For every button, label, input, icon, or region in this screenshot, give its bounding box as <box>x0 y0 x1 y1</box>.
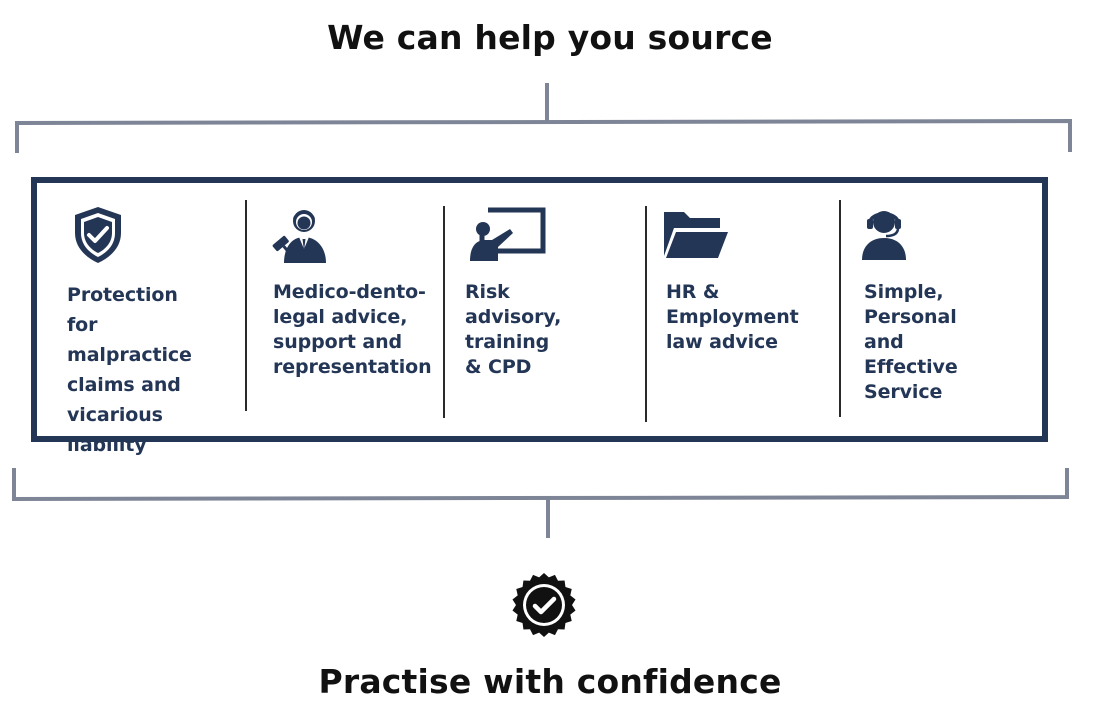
divider-4 <box>839 200 841 417</box>
support-headset-icon <box>860 206 910 266</box>
legal-advisor-icon <box>270 205 330 269</box>
bottom-heading: Practise with confidence <box>318 662 782 701</box>
folder-icon <box>662 208 730 264</box>
presentation-board-icon <box>468 207 548 267</box>
service-label-protection: Protection for malpractice claims and vi… <box>67 284 192 456</box>
service-label-personal-service: Simple, Personal and Effective Service <box>864 281 958 403</box>
service-label-legal-advice: Medico-dento- legal advice, support and … <box>273 281 432 378</box>
top-bracket <box>15 118 1072 153</box>
service-label-hr: HR & Employment law advice <box>666 281 799 353</box>
shield-check-icon <box>72 205 124 269</box>
divider-1 <box>245 200 247 411</box>
divider-3 <box>645 206 647 422</box>
verified-badge-icon <box>511 572 577 642</box>
divider-2 <box>443 206 445 418</box>
service-label-risk-advisory: Risk advisory, training & CPD <box>465 281 562 378</box>
bottom-bracket <box>12 468 1069 502</box>
services-box <box>31 177 1048 442</box>
top-heading: We can help you source <box>327 18 773 57</box>
